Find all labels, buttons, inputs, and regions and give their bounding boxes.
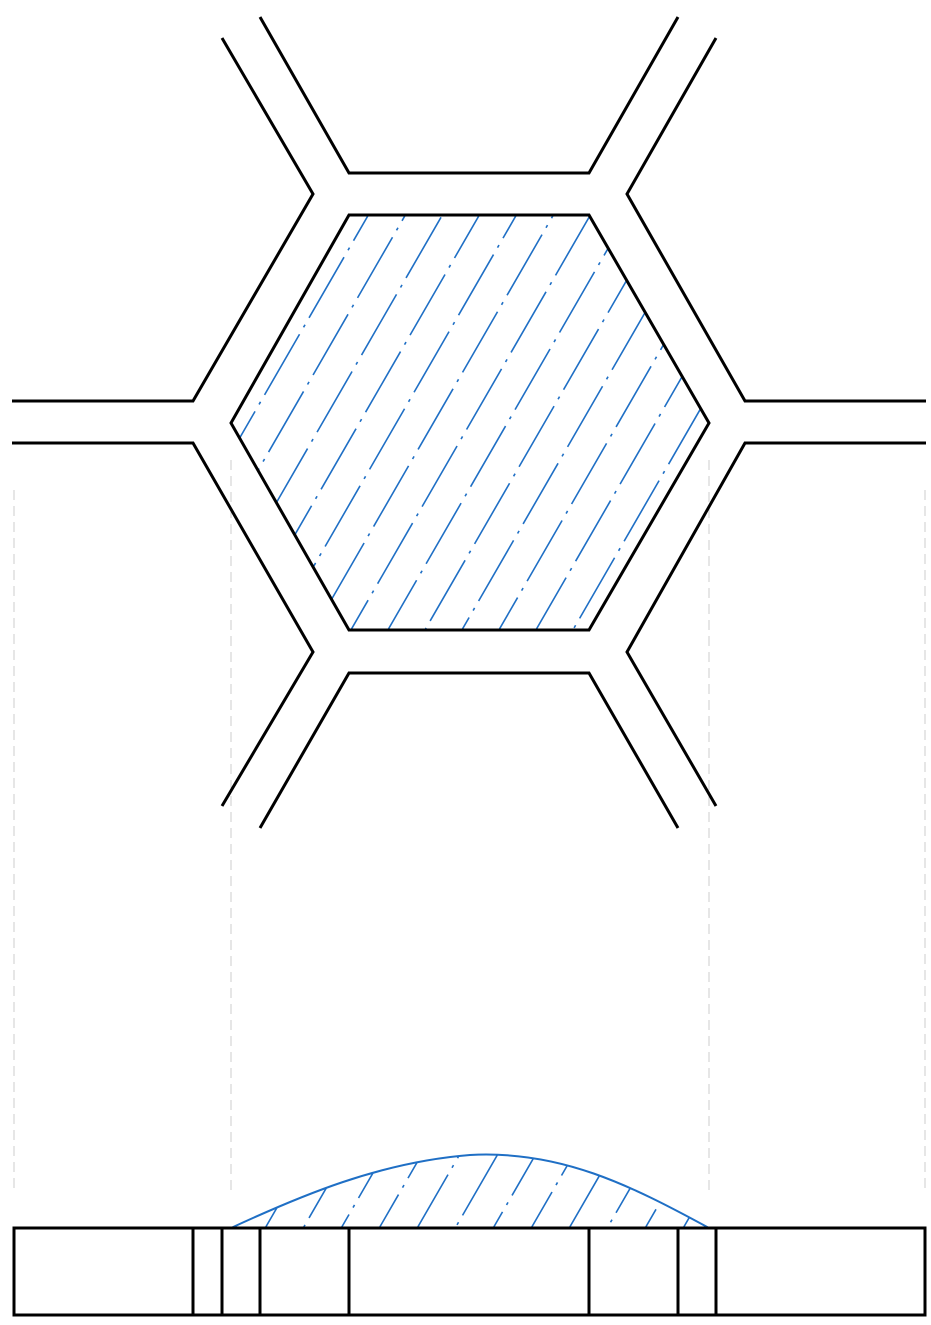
hex-hatch-line-1 [231, 215, 378, 630]
hex-hatch-line-0 [231, 215, 341, 630]
wall-bottom-right [625, 441, 926, 807]
hex-hatch-line-16 [671, 215, 709, 630]
wall-top-right [625, 37, 926, 403]
profile-hatch-line-2 [260, 1154, 317, 1228]
profile-hatch-line-15 [755, 1140, 810, 1235]
hex-hatch-line-15 [634, 215, 709, 630]
wall-bottom [258, 671, 680, 829]
profile-hatch-line-10 [564, 1154, 621, 1228]
hex-hatch-line-6 [301, 215, 563, 630]
section-bar-outline [12, 1226, 927, 1317]
hexagon-hatching [231, 215, 709, 630]
hex-hatch-line-8 [375, 215, 637, 630]
deflection-profile-curve [230, 1153, 710, 1229]
hex-hatch-line-14 [597, 215, 709, 630]
hex-hatch-line-4 [231, 215, 489, 630]
wall-bottom-left [12, 441, 315, 807]
center-hexagon [229, 213, 711, 632]
hex-hatch-line-7 [338, 215, 600, 630]
projection-guides [13, 460, 926, 1190]
honeycomb-walls [12, 16, 926, 829]
profile-hatch-line-13 [678, 1154, 709, 1228]
wall-top [258, 16, 680, 175]
hex-hatch-line-10 [449, 215, 709, 630]
hex-hatch-line-9 [412, 215, 674, 630]
hex-hatch-line-12 [523, 215, 709, 630]
section-bar [12, 1226, 927, 1317]
profile-hatch-line-6 [412, 1154, 469, 1228]
profile-hatch-line-0 [231, 1154, 241, 1228]
profile-hatch-line-14 [717, 1140, 772, 1235]
hex-hatch-line-11 [486, 215, 709, 630]
profile-hatch-line-7 [450, 1154, 507, 1228]
hex-hatch-line-13 [560, 215, 709, 630]
hex-hatch-line-5 [264, 215, 526, 630]
hex-hatch-line-2 [231, 215, 415, 630]
wall-top-left [12, 37, 315, 403]
